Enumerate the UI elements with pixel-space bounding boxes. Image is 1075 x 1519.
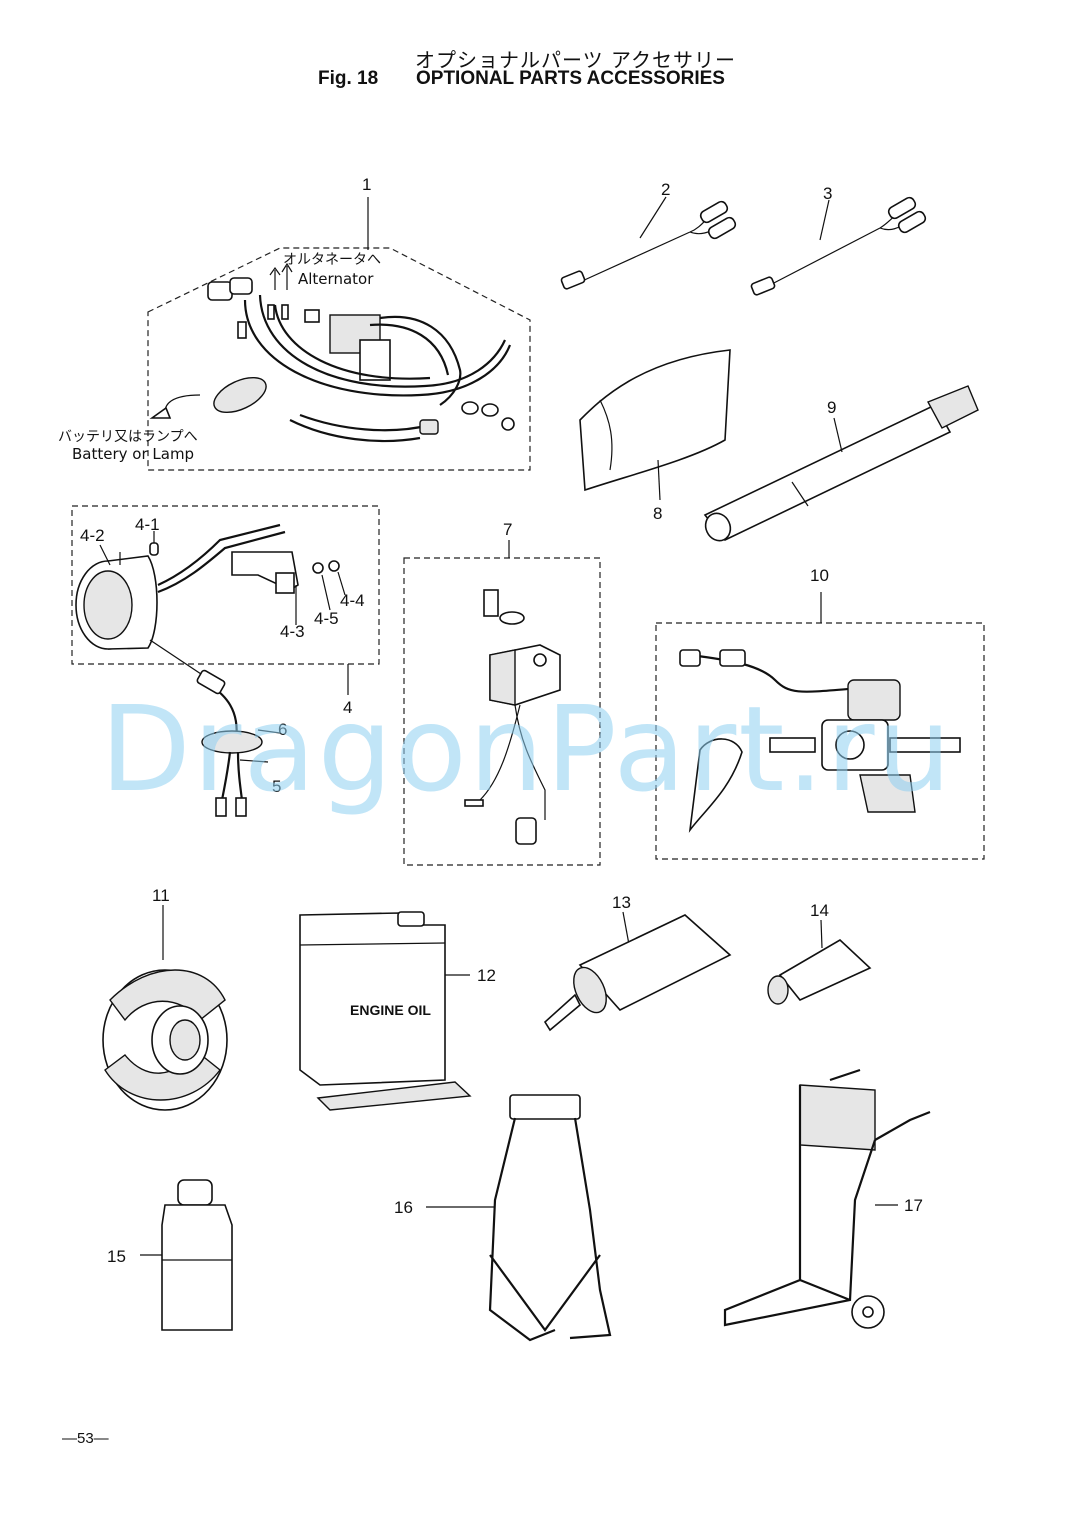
part-14-grease-tube: [767, 919, 872, 1005]
callout-3: 3: [823, 184, 832, 203]
part-9-tiller-extension: [703, 385, 979, 542]
alternator-note: Alternator: [298, 270, 374, 288]
part-2-lead-wire: [560, 196, 737, 290]
callout-7: 7: [503, 520, 512, 539]
callout-4-4: 4-4: [340, 591, 365, 610]
callout-9: 9: [827, 398, 836, 417]
part-7-rectifier-kit: [403, 540, 601, 866]
figure-number: Fig. 18: [318, 68, 379, 89]
callout-14: 14: [810, 901, 829, 920]
callout-4-1: 4-1: [135, 515, 160, 534]
callout-17: 17: [904, 1196, 923, 1215]
callout-4-3: 4-3: [280, 622, 305, 641]
page-number: —53—: [62, 1430, 109, 1447]
callout-4: 4: [343, 698, 352, 717]
part-1-wiring-harness: [147, 197, 531, 471]
part-12-engine-oil-can: [299, 911, 472, 1111]
part-17-hand-cart: [723, 1068, 931, 1329]
callout-2: 2: [661, 180, 670, 199]
callout-4-5: 4-5: [314, 609, 339, 628]
callout-12: 12: [477, 966, 496, 985]
part-8-cover: [579, 349, 731, 501]
callout-13: 13: [612, 893, 631, 912]
callout-5: 5: [272, 777, 281, 796]
part-13-grease-tube: [543, 911, 732, 1032]
part-3-lead-wire: [750, 196, 927, 296]
callout-1: 1: [362, 175, 371, 194]
figure-title-japanese: オプショナルパーツ アクセサリー: [415, 48, 736, 72]
callout-15: 15: [107, 1247, 126, 1266]
part-16-motor-stand: [426, 1094, 612, 1342]
part-11-flywheel-cover: [102, 905, 228, 1111]
callout-8: 8: [653, 504, 662, 523]
battery-note-japanese: バッテリ又はランプへ: [58, 429, 198, 445]
oil-can-label: ENGINE OIL: [350, 1002, 431, 1018]
callout-16: 16: [394, 1198, 413, 1217]
callout-4-2: 4-2: [80, 526, 105, 545]
battery-note: Battery or Lamp: [72, 445, 194, 463]
part-10-fuel-connector-kit: [655, 592, 985, 860]
part-5-6-lead-grommet: [201, 729, 281, 817]
callout-10: 10: [810, 566, 829, 585]
part-4-tachometer-kit: [71, 505, 380, 741]
part-15-spray-can: [140, 1179, 233, 1331]
watermark: DragonPart.ru: [100, 680, 954, 818]
figure-title: OPTIONAL PARTS ACCESSORIES: [416, 68, 725, 89]
callout-6: 6: [278, 720, 287, 739]
alternator-note-japanese: オルタネータへ: [283, 252, 381, 268]
callout-11: 11: [152, 886, 170, 905]
